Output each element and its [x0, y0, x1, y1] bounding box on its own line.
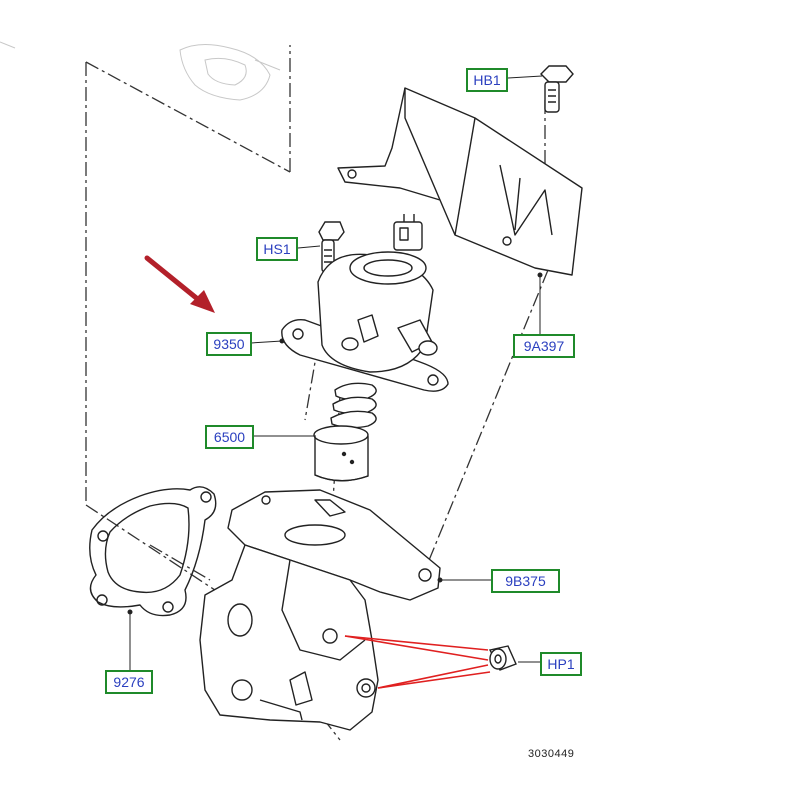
callout-leader-lines: [127, 75, 543, 670]
bracket-9a397: [337, 87, 583, 276]
pump-housing-9b375: [199, 489, 441, 731]
drawing-number: 3030449: [528, 748, 575, 760]
gasket-9276: [89, 486, 217, 617]
bolt-hb1: [540, 65, 574, 113]
callout-9276[interactable]: 9276: [105, 670, 153, 694]
fuel-pump-9350: [281, 214, 449, 429]
callout-9a397[interactable]: 9A397: [513, 334, 575, 358]
callout-9350[interactable]: 9350: [206, 332, 252, 356]
tappet-6500: [313, 425, 369, 482]
bushing-hp1: [488, 645, 517, 671]
engine-background-sketch: [0, 41, 281, 101]
hp1-highlight-lines: [344, 635, 491, 689]
callout-hs1[interactable]: HS1: [256, 237, 298, 261]
callout-hp1[interactable]: HP1: [540, 652, 582, 676]
callout-9b375[interactable]: 9B375: [491, 569, 560, 593]
callout-hb1[interactable]: HB1: [466, 68, 508, 92]
callout-6500[interactable]: 6500: [205, 425, 254, 449]
red-arrow-icon: [144, 255, 215, 313]
